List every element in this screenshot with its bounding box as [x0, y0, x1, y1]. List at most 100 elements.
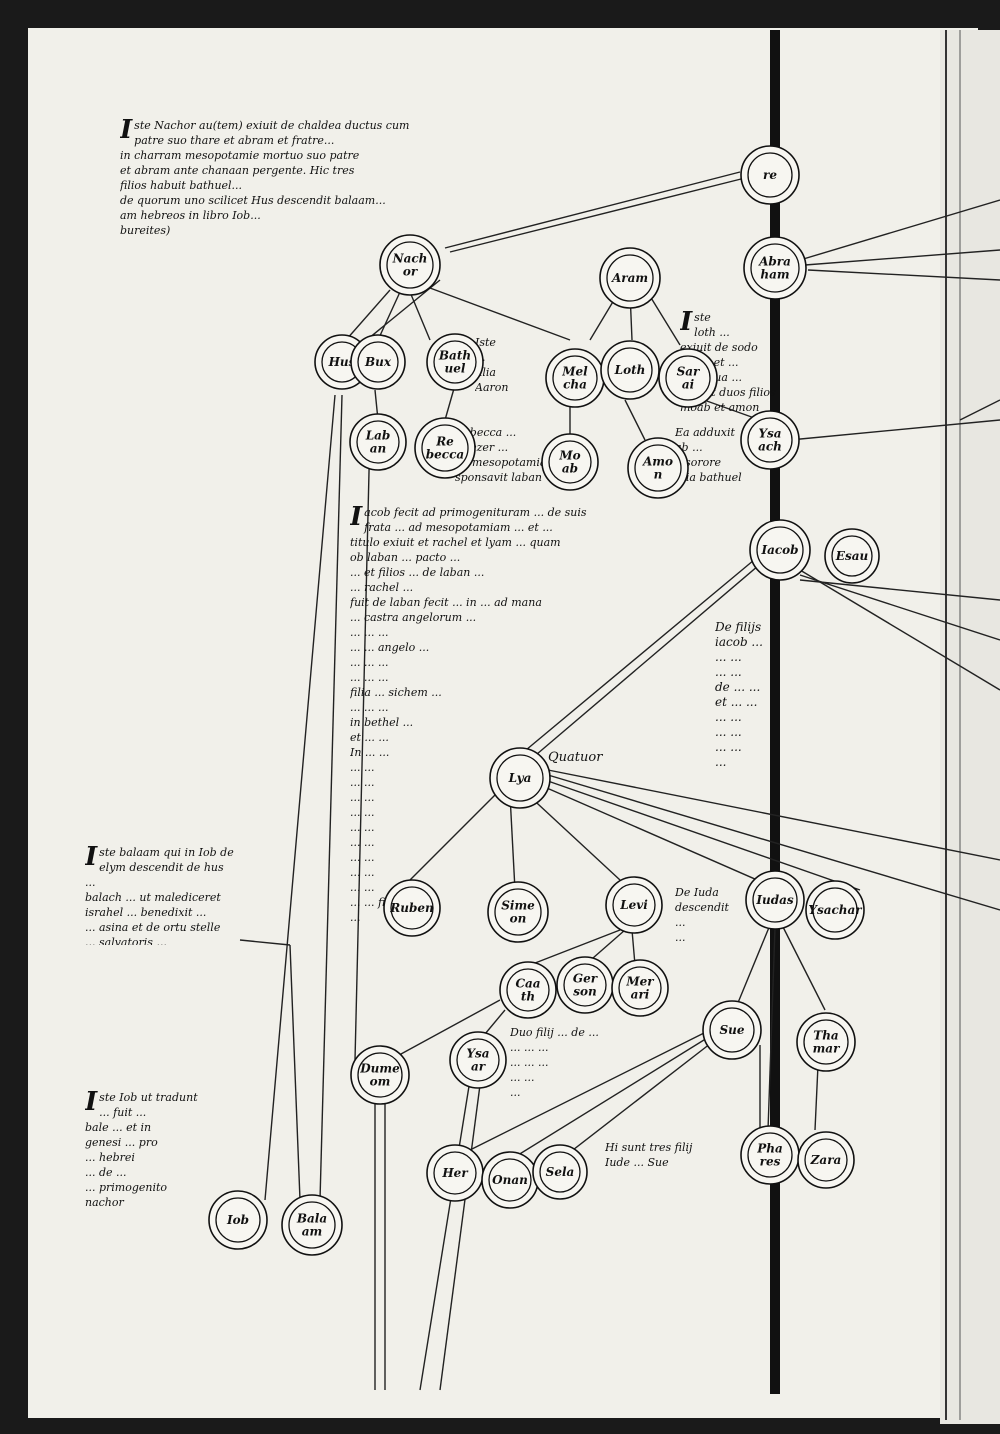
roundel-inner-ring [494, 888, 542, 936]
roundel-outer-ring [600, 340, 660, 400]
roundel-inner-ring [612, 883, 656, 927]
note-iacob-text: acob fecit ad primogenituram ... de suis… [350, 506, 587, 924]
note-iob-text: ste Iob ut tradunt ... fuit ... bale ...… [85, 1091, 198, 1209]
roundel-outer-ring [281, 1194, 343, 1256]
person-node-bux: Bux [350, 334, 406, 390]
roundel-outer-ring [805, 880, 865, 940]
roundel-outer-ring [350, 334, 406, 390]
roundel-outer-ring [349, 413, 407, 471]
initial-letter: I [350, 505, 363, 532]
note-quatuor-text: Quatuor [548, 750, 603, 765]
facing-page-edge [940, 30, 1000, 1424]
roundel-inner-ring [357, 1052, 403, 1098]
roundel-outer-ring [383, 879, 441, 937]
roundel-inner-ring [747, 1132, 793, 1178]
roundel-outer-ring [489, 747, 551, 809]
roundel-inner-ring [747, 417, 793, 463]
roundel-inner-ring [539, 1151, 581, 1193]
note-caath: Duo filij ... de ... ... ... ... ... ...… [510, 1026, 599, 1099]
person-name-ysacar: Ysachar [808, 903, 863, 917]
roundel-inner-ring [421, 424, 469, 472]
roundel-outer-ring [740, 410, 800, 470]
person-node-levi: Levi [605, 876, 663, 934]
note-iudas-text: De Iuda descendit ... ... [675, 886, 729, 944]
roundel-inner-ring [607, 347, 653, 393]
initial-letter: I [120, 118, 133, 145]
roundel-outer-ring [487, 881, 549, 943]
person-name-esau: Esau [835, 549, 869, 563]
person-node-lya: Lya [489, 747, 551, 809]
roundel-outer-ring [605, 876, 663, 934]
person-node-her: Her [426, 1144, 484, 1202]
person-name-onam: Onan [492, 1173, 528, 1187]
roundel-inner-ring [357, 341, 399, 383]
note-balaam-text: ste balaam qui in Iob de elym descendit … [85, 846, 234, 945]
person-node-re: re [740, 145, 800, 205]
person-name-re: re [763, 168, 777, 182]
roundel-outer-ring [745, 870, 805, 930]
roundel-outer-ring [627, 437, 689, 499]
note-caath-text: Duo filij ... de ... ... ... ... ... ...… [510, 1026, 599, 1099]
roundel-outer-ring [379, 234, 441, 296]
roundel-inner-ring [665, 355, 711, 401]
person-name-levi: Levi [619, 898, 648, 912]
person-node-loth: Loth [600, 340, 660, 400]
initial-letter: I [85, 1090, 98, 1117]
initial-letter: I [680, 310, 693, 337]
note-her: Hi sunt tres filij Iude ... Sue [605, 1141, 692, 1169]
roundel-outer-ring [599, 247, 661, 309]
roundel-inner-ring [288, 1201, 336, 1249]
roundel-outer-ring [796, 1012, 856, 1072]
note-quatuor: Quatuor [548, 750, 603, 765]
person-name-her: Her [441, 1166, 469, 1180]
roundel-inner-ring [433, 1151, 477, 1195]
roundel-outer-ring [208, 1190, 268, 1250]
roundel-inner-ring [506, 968, 550, 1012]
person-node-iob: Iob [208, 1190, 268, 1250]
roundel-outer-ring [499, 961, 557, 1019]
roundel-inner-ring [390, 886, 434, 930]
person-name-sue: Sue [719, 1023, 744, 1037]
roundel-inner-ring [488, 1158, 532, 1202]
person-name-loth: Loth [614, 363, 646, 377]
roundel-inner-ring [803, 1019, 849, 1065]
roundel-inner-ring [752, 877, 798, 923]
roundel-inner-ring [709, 1007, 755, 1053]
roundel-inner-ring [747, 152, 793, 198]
roundel-inner-ring [756, 526, 804, 574]
person-name-lya: Lya [508, 771, 532, 785]
roundel-inner-ring [496, 754, 544, 802]
roundel-inner-ring [548, 440, 592, 484]
roundel-outer-ring [749, 519, 811, 581]
roundel-outer-ring [350, 1045, 410, 1105]
person-node-sue: Sue [702, 1000, 762, 1060]
person-name-iudas: Iudas [755, 893, 794, 907]
person-node-onam: Onan [481, 1151, 539, 1209]
